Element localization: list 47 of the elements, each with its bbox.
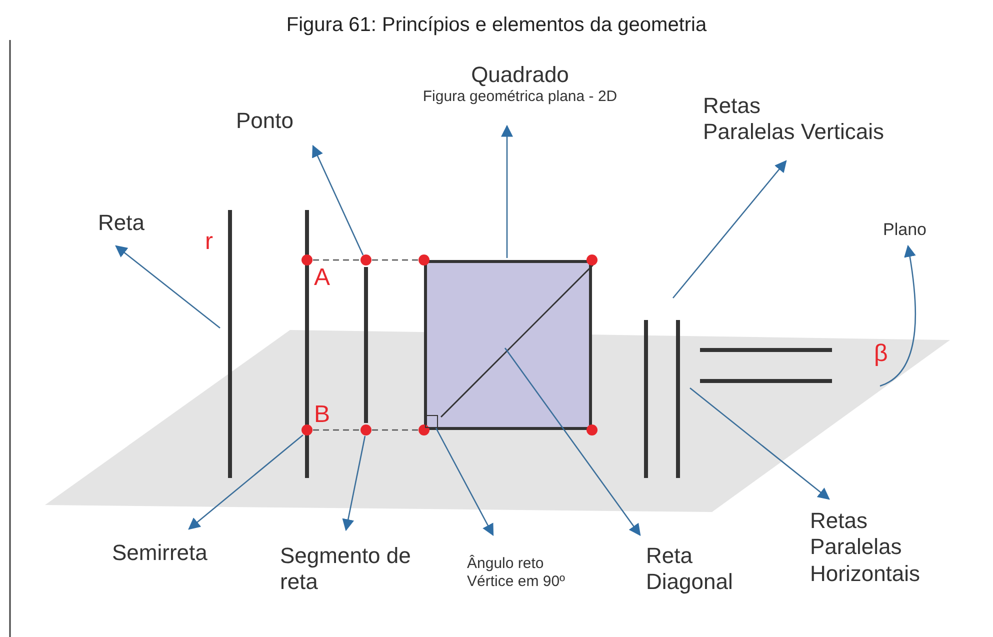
leader-arrow <box>690 388 830 500</box>
leader-arrow <box>880 244 916 387</box>
horizontal-parallel-lines <box>700 348 832 383</box>
leader-arrow <box>672 160 787 298</box>
dashed-line <box>372 429 418 431</box>
callout-subtext: Figura geométrica plana - 2D <box>422 88 618 106</box>
point-label: β <box>874 342 888 366</box>
leader-arrow <box>435 428 494 536</box>
dashed-line <box>313 429 360 431</box>
point <box>302 254 312 266</box>
leader-arrow <box>312 144 364 256</box>
callout-label: Semirreta <box>112 540 208 566</box>
callout-label: Plano <box>883 220 928 240</box>
right-angle-mark <box>425 415 438 428</box>
point-label: B <box>314 403 330 427</box>
leader-arrow <box>504 348 641 536</box>
point-label: A <box>314 266 330 290</box>
leader-arrow <box>342 436 366 532</box>
leader-arrow <box>188 434 304 530</box>
callout-label: Retas <box>703 93 762 120</box>
leader-arrow <box>501 124 513 258</box>
square-shape <box>424 260 592 430</box>
line-segment <box>364 267 368 423</box>
leader-arrow <box>115 245 220 329</box>
point <box>360 254 372 266</box>
point <box>586 424 598 436</box>
callout-subtext: Paralelas Verticais <box>703 119 885 146</box>
callout-label: Quadrado <box>470 62 570 88</box>
callout-label: Retas Paralelas Horizontais <box>810 508 922 588</box>
figure-title: Figura 61: Princípios e elementos da geometria <box>286 14 707 37</box>
callout-label: Reta Diagonal <box>646 543 734 596</box>
vertical-parallel-lines <box>644 320 680 478</box>
point-label: r <box>205 230 213 254</box>
callout-subtext: Vértice em 90º <box>467 573 566 591</box>
dashed-line <box>313 259 360 261</box>
callout-label: Reta <box>98 210 146 236</box>
point <box>418 254 430 266</box>
callout-label: Segmento de reta <box>280 543 412 596</box>
point <box>586 254 598 266</box>
callout-label: Ângulo reto <box>467 555 545 573</box>
point <box>302 424 312 436</box>
dashed-line <box>372 259 418 261</box>
callout-label: Ponto <box>236 108 294 134</box>
diagonal-line <box>440 264 594 418</box>
point <box>360 424 372 436</box>
point <box>418 424 430 436</box>
straight-line <box>228 210 232 478</box>
